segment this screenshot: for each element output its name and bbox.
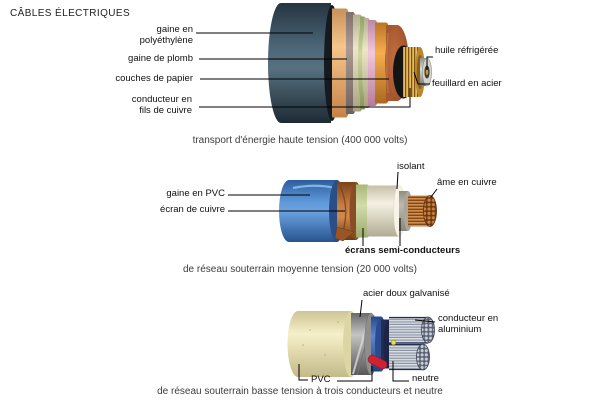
label-paper-layers: couches de papier (115, 73, 193, 84)
leader-lines (196, 32, 438, 382)
label-copper-core: âme en cuivre (437, 177, 497, 188)
label-pvc-jacket: gaine en PVC (166, 188, 225, 199)
label-semiconducting-screens: écrans semi-conducteurs (345, 245, 461, 256)
low-voltage-cable-illustration (287, 311, 435, 377)
high-voltage-cable-illustration (268, 3, 432, 123)
label-copper-wire-conductor: conducteur en fils de cuivre (131, 94, 192, 116)
caption-medium-voltage: de réseau souterrain moyenne tension (20… (182, 264, 418, 275)
page-title: CÂBLES ÉLECTRIQUES (10, 8, 131, 19)
label-insulation: isolant (397, 161, 425, 172)
label-lead-sheath: gaine de plomb (128, 53, 193, 64)
label-copper-screen: écran de cuivre (160, 204, 225, 215)
medium-voltage-cable-illustration (279, 180, 437, 242)
label-cooled-oil: huile réfrigérée (435, 45, 499, 56)
caption-high-voltage: transport d'énergie haute tension (400 0… (192, 135, 408, 146)
label-pvc: PVC (311, 374, 331, 385)
label-galvanized-steel: acier doux galvanisé (363, 288, 450, 299)
label-neutral: neutre (412, 373, 439, 384)
label-steel-strip: feuillard en acier (432, 78, 502, 89)
caption-low-voltage: de réseau souterrain basse tension à tro… (157, 386, 443, 397)
label-polyethylene-sheath: gaine en polyéthylène (139, 24, 193, 46)
label-aluminium-conductor: conducteur en aluminium (438, 313, 499, 335)
